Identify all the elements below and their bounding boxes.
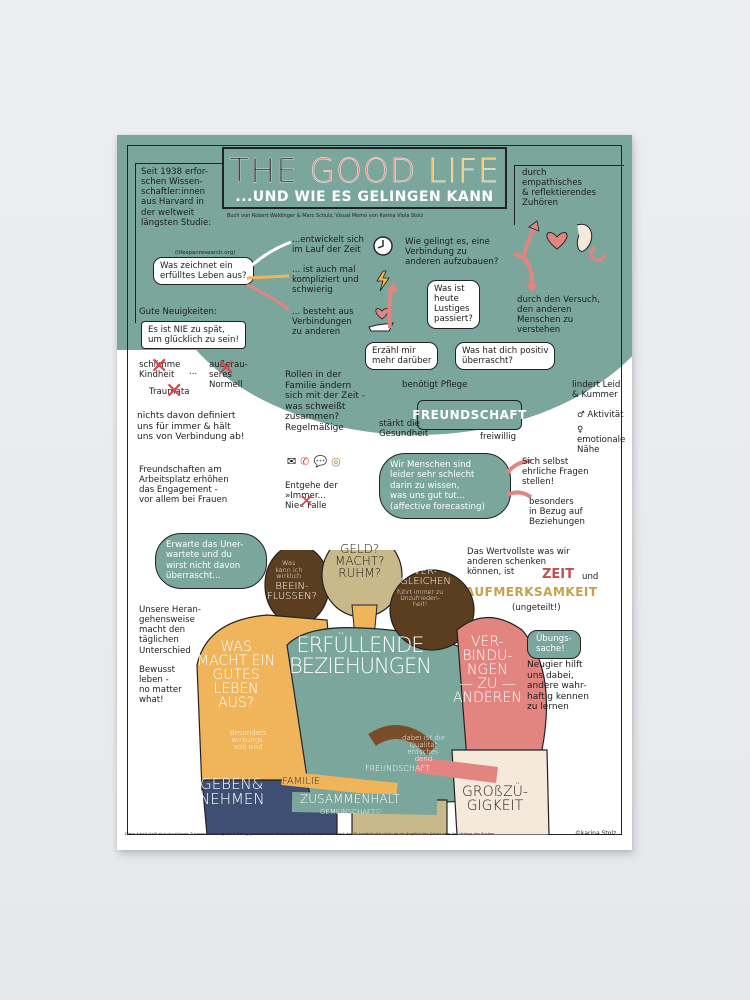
down-arrow-icon [513,252,538,293]
source-link: (lifespanresearch.org) [175,250,236,256]
health-text: stärkt die Gesundheit [379,419,429,440]
people-embracing-illustration [196,550,550,835]
speech-bubble-surprised: Was hat dich positiv überrascht? [455,342,556,371]
community-text: GEMEINSCHAFT♡ [320,808,382,816]
family-text: FAMILIE [282,776,321,787]
relationships-note: besonders in Bezug auf Beziehungen [529,497,585,528]
crossed-environment: außerau- seres Normell [209,360,248,391]
quality-text: dabei ist die Qualität entschei- dend [402,734,445,763]
time-text: ZEIT [542,567,575,582]
and-text: und [582,572,599,582]
clock-icon [373,236,393,256]
connection-question: Wie gelingt es, eine Verbindung zu ander… [405,237,499,268]
trap-text: Entgehe der »Immer... Nie« Falle [285,481,338,512]
speech-icon: 💬 [313,455,328,468]
relieves-text: lindert Leid & Kummer [572,380,621,401]
cross-mark-icon: ✕ [217,356,236,381]
answer-arrows [245,240,292,312]
workplace-text: Freundschaften am Arbeitsplatz erhöhen d… [139,465,229,506]
up-arrow-icon [386,282,398,329]
answer-complicated: ... ist auch mal kompliziert und schwier… [292,265,359,296]
question-bubble: Was zeichnet ein erfülltes Leben aus? [153,257,254,286]
answer-connections: ... besteht aus Verbindungen zu anderen [292,307,354,338]
friendship-sleeve: FREUNDSCHAFT [365,764,430,773]
lightning-icon [376,270,390,292]
mindful-text: Bewusst leben - no matter what! [139,665,182,706]
crossed-ellipsis: ... [189,367,198,377]
influence-big: BEEIN- FLUSSEN? [267,581,317,602]
footnote: Diese Arbeit stellt eine visualisierte Z… [125,832,496,836]
good-life-question: WAS MACHT EIN GUTES LEBEN AUS? [197,639,276,711]
compare-small: führt immer zu Unzufrieden- heit! [397,589,444,609]
cross-mark-icon: ✕ [165,379,184,404]
curiosity-text: Neugier hilft uns dabei, andere wahr- ha… [527,660,589,713]
approach-text: Unsere Heran- gehensweise macht den tägl… [139,605,201,656]
crossed-childhood: schlimme Kindheit [139,360,181,381]
cross-mark-icon: ✕ [150,354,169,379]
honest-questions-text: Sich selbst ehrliche Fragen stellen! [522,457,589,488]
page-title: THE GOOD LIFE [224,151,505,190]
valuable-text: Das Wertvollste was wir anderen schenken… [467,547,570,578]
crossed-trauma: Traumata [149,387,190,397]
money-question: GELD? MACHT? RUHM? [335,542,385,580]
influence-small: Was kann ich wirklich [275,559,303,580]
male-activity-text: ♂ Aktivität [577,410,624,420]
needs-care-text: benötigt Pflege [402,380,468,390]
listening-text: durch empathisches & reflektierendes Zuh… [522,168,597,209]
intro-text: Seit 1938 erfor- schen Wissen- schaftler… [141,167,212,228]
female-closeness-text: ♀ emotionale Nähe [577,425,626,456]
signature: ©karina Stolz [575,830,617,837]
intro-box [135,163,223,323]
title-space [416,151,428,190]
voluntary-text: freiwillig [480,432,517,442]
subtitle: ...UND WIE ES GELINGEN KANN [235,189,494,205]
cohesion-text: ZUSAMMENHALT [300,792,400,806]
undivided-text: (ungeteilt!) [512,603,561,613]
good-news-bubble: Es ist NIE zu spät, um glücklich zu sein… [141,321,246,350]
give-and-take: GEBEN& NEHMEN [199,775,265,808]
phone-icon: ✆ [300,455,310,468]
effective-text: Besonders wirkungs- voll sind [230,729,267,751]
cross-mark-icon: ✕ [299,491,315,512]
good-news-label: Gute Neuigkeiten: [139,307,217,317]
friendship-banner: FREUNDSCHAFT [412,400,526,430]
book-credit: Buch von Robert Waldinger & Marc Schulz,… [227,213,424,219]
attempt-text: durch den Versuch, den anderen Menschen … [517,295,600,336]
unexpected-cloud: Erwarte das Uner- wartete und du wirst n… [155,533,267,589]
compare-big: VER- GLEICHEN [400,566,451,587]
title-the: THE [229,151,310,190]
family-roles-text: Rollen in der Familie ändern sich mit de… [285,370,366,434]
listening-box [514,165,624,225]
speech-bubble-tell-more: Erzähl mir mehr darüber [365,342,439,371]
forecast-arrows [505,459,533,499]
connections-to-others: VER- BINDU- NGEN — ZU — ANDEREN [453,634,522,706]
envelope-icon: ✉ [287,455,297,468]
generosity-text: GROßZÜ- GIGKEIT [462,784,528,814]
not-defining-text: nichts davon definiert uns für immer & h… [137,411,245,443]
forecasting-cloud: Wir Menschen sind leider sehr schlecht d… [379,453,511,520]
meal-icon: ◎ [331,455,341,468]
title-life: LIFE [427,151,500,190]
contact-icons: ✉ ✆ 💬 ◎ [287,455,341,468]
title-good: GOOD [309,151,417,190]
speech-bubble-funny: Was ist heute Lustiges passiert? [427,280,480,329]
poster: Seit 1938 erfor- schen Wissen- schaftler… [117,135,632,850]
title-box: THE GOOD LIFE ...UND WIE ES GELINGEN KAN… [222,147,507,209]
answer-develops: ...entwickelt sich im Lauf der Zeit [292,235,364,256]
attention-text: AUFMERKSAMKEIT [465,585,598,599]
practice-badge: Übungs- sache! [527,630,581,659]
fulfilling-relationships: ERFÜLLENDE BEZIEHUNGEN [289,633,432,678]
